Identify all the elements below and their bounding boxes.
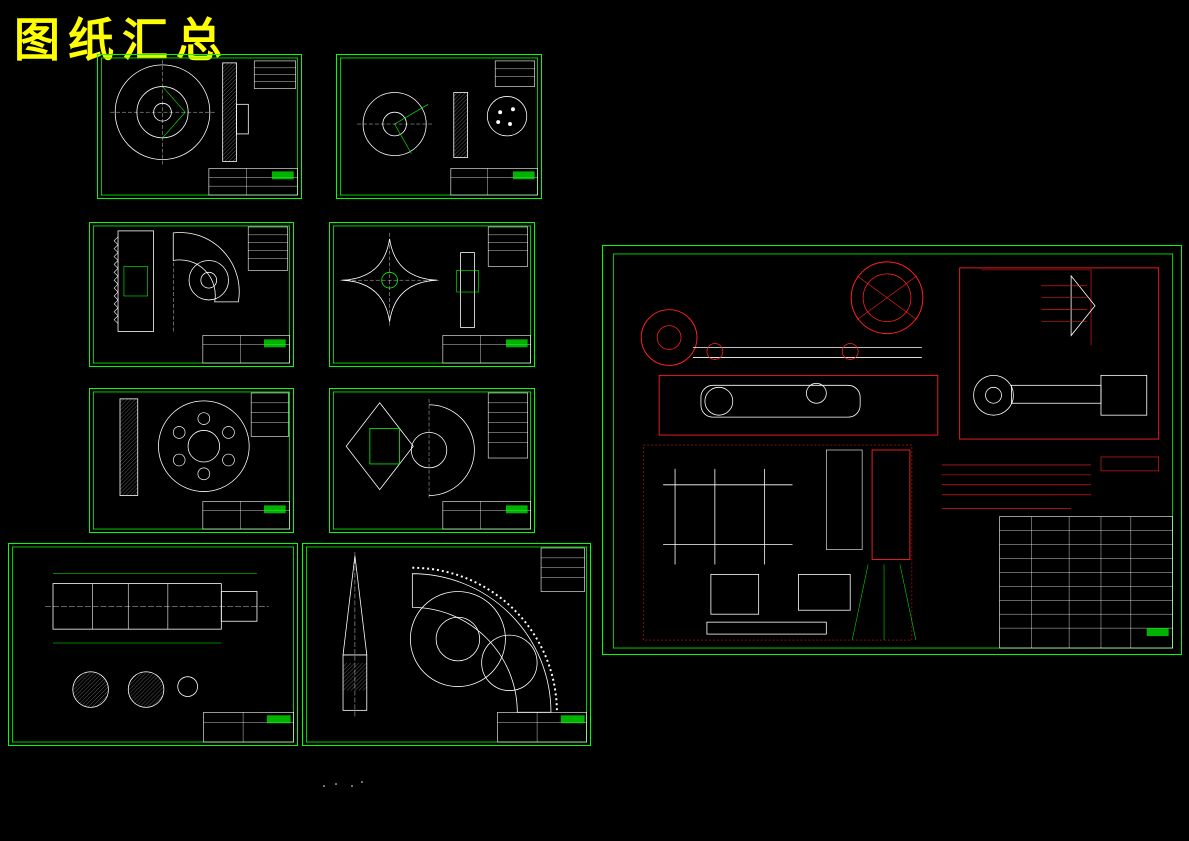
sprocket-drawing [92, 225, 291, 364]
drawing-sheet-large-gear[interactable] [302, 543, 591, 746]
cross-drawing [332, 225, 532, 364]
drawing-sheet-sprocket[interactable] [89, 222, 294, 367]
drawing-sheet-flange[interactable] [89, 388, 294, 533]
drawing-sheet-pulley[interactable] [97, 54, 302, 199]
assembly-drawing [612, 253, 1174, 649]
drawing-sheet-cross[interactable] [329, 222, 535, 367]
drawing-sheet-gear-section[interactable] [329, 388, 535, 533]
shaft-drawing [12, 546, 294, 743]
flange-drawing [92, 391, 291, 530]
drawing-sheet-ratchet[interactable] [336, 54, 542, 199]
drawing-sheet-shaft[interactable] [8, 543, 298, 746]
drawing-sheet-assembly[interactable] [602, 245, 1182, 655]
drawing-collection-title: 图纸汇总 [14, 13, 230, 67]
stray-marks [323, 781, 363, 787]
gear-section-drawing [332, 391, 532, 530]
ratchet-drawing [339, 57, 539, 196]
pulley-drawing [100, 57, 299, 196]
large-gear-drawing [305, 546, 588, 743]
